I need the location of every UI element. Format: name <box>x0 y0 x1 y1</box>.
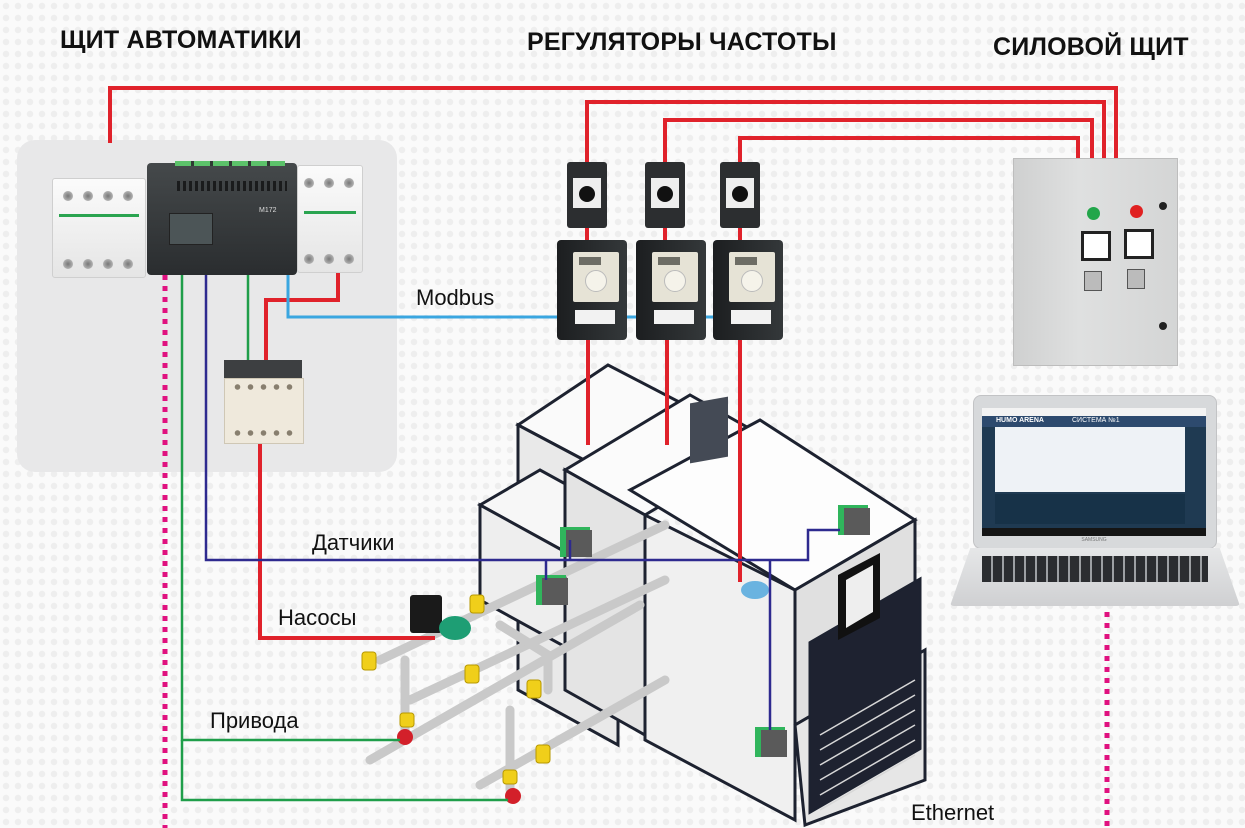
door-lock <box>1159 322 1167 330</box>
sensors-label: Датчики <box>312 530 395 555</box>
residual-current-breaker <box>52 178 146 278</box>
laptop-keyboard <box>950 548 1240 606</box>
ethernet-label: Ethernet <box>911 800 995 825</box>
modbus-label: Modbus <box>416 285 495 310</box>
green-indicator-lamp <box>1087 207 1100 220</box>
frequency-drive-icon <box>713 240 783 340</box>
frequency-regulators-title: РЕГУЛЯТОРЫ ЧАСТОТЫ <box>527 28 837 56</box>
laptop-brand: SAMSUNG <box>1081 537 1107 543</box>
frequency-drive-icon <box>557 240 627 340</box>
voltmeter <box>1081 231 1111 261</box>
valve-actuator-icon <box>397 729 413 745</box>
selector-switch <box>1127 269 1145 289</box>
power-cabinet-icon <box>1013 158 1178 366</box>
motor-protection-switch-icon <box>645 162 685 228</box>
actuator-wires <box>180 272 508 802</box>
circuit-breaker-icon <box>297 165 363 273</box>
sensor-icon <box>536 575 568 605</box>
door-lock <box>1159 202 1167 210</box>
red-indicator-lamp <box>1130 205 1143 218</box>
selector-switch <box>1084 271 1102 291</box>
motor-protection-switch-icon <box>567 162 607 228</box>
contactor-icon <box>224 360 304 444</box>
sensor-icon <box>755 727 787 757</box>
pump-icon <box>410 595 471 640</box>
pumps-label: Насосы <box>278 605 357 630</box>
power-panel-title: СИЛОВОЙ ЩИТ <box>993 33 1189 61</box>
sensor-icon <box>838 505 870 535</box>
ethernet-wires <box>162 275 1110 828</box>
valve-actuator-icon <box>505 788 521 804</box>
motor-protection-switch-icon <box>720 162 760 228</box>
automation-panel-title: ЩИТ АВТОМАТИКИ <box>60 26 302 54</box>
actuators-label: Привода <box>210 708 299 733</box>
ammeter <box>1124 229 1154 259</box>
sensor-wires <box>204 272 840 730</box>
plc-controller-icon: M172 <box>147 161 297 275</box>
power-wires <box>108 86 1118 640</box>
frequency-drive-icon <box>636 240 706 340</box>
